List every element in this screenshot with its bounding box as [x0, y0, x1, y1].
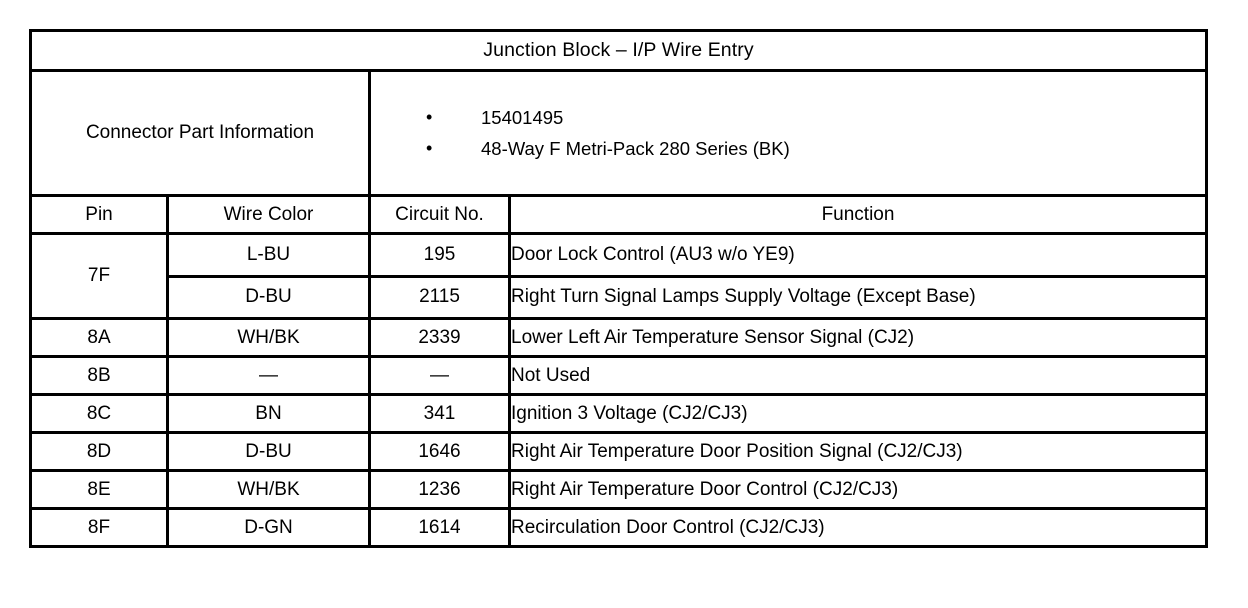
cell-pin: 8A [29, 317, 169, 358]
cell-function: Door Lock Control (AU3 w/o YE9) [508, 232, 1208, 278]
connector-part-information-label: Connector Part Information [29, 69, 371, 197]
table-row: D-BU 2115 Right Turn Signal Lamps Supply… [31, 274, 1208, 320]
cell-wire-color: WH/BK [166, 469, 371, 510]
cell-wire-color: WH/BK [166, 317, 371, 358]
cell-function: Lower Left Air Temperature Sensor Signal… [508, 317, 1208, 358]
table-row: 8F D-GN 1614 Recirculation Door Control … [29, 507, 1208, 548]
cell-circuit-no: — [368, 355, 511, 396]
cell-wire-color: L-BU [166, 232, 371, 278]
cell-circuit-no: 341 [368, 393, 511, 434]
cell-circuit-no: 2339 [368, 317, 511, 358]
cell-function: Right Turn Signal Lamps Supply Voltage (… [508, 274, 1208, 320]
title-row: Junction Block – I/P Wire Entry [29, 29, 1208, 72]
table-row: 8C BN 341 Ignition 3 Voltage (CJ2/CJ3) [29, 393, 1208, 434]
table-row: 8A WH/BK 2339 Lower Left Air Temperature… [29, 317, 1208, 358]
column-header-circuit-no: Circuit No. [368, 194, 511, 235]
cell-function: Recirculation Door Control (CJ2/CJ3) [508, 507, 1208, 548]
cell-function: Ignition 3 Voltage (CJ2/CJ3) [508, 393, 1208, 434]
cell-function: Right Air Temperature Door Control (CJ2/… [508, 469, 1208, 510]
cell-circuit-no: 2115 [368, 274, 511, 320]
wire-entry-table: Junction Block – I/P Wire Entry Connecto… [29, 29, 1208, 548]
table-row: 8D D-BU 1646 Right Air Temperature Door … [29, 431, 1208, 472]
cell-function: Right Air Temperature Door Position Sign… [508, 431, 1208, 472]
cell-circuit-no: 1236 [368, 469, 511, 510]
bullet-icon: • [426, 107, 433, 127]
cell-circuit-no: 1646 [368, 431, 511, 472]
table-row: 7F L-BU 195 Door Lock Control (AU3 w/o Y… [29, 232, 1208, 320]
connector-part-description: 48-Way F Metri-Pack 280 Series (BK) [481, 138, 790, 159]
bullet-icon: • [426, 138, 433, 158]
table-row: 8B — — Not Used [29, 355, 1208, 396]
connector-part-information-row: Connector Part Information • 15401495 • … [29, 69, 1208, 197]
table-row: 8E WH/BK 1236 Right Air Temperature Door… [29, 469, 1208, 510]
column-header-pin: Pin [29, 194, 169, 235]
cell-wire-color: D-GN [166, 507, 371, 548]
cell-wire-color: — [166, 355, 371, 396]
connector-part-list: • 15401495 • 48-Way F Metri-Pack 280 Ser… [371, 102, 1205, 164]
cell-circuit-no: 1614 [368, 507, 511, 548]
column-header-row: Pin Wire Color Circuit No. Function [29, 194, 1208, 235]
list-item: • 48-Way F Metri-Pack 280 Series (BK) [371, 133, 1205, 164]
cell-function: Not Used [508, 355, 1208, 396]
cell-pin: 8C [29, 393, 169, 434]
connector-part-information-details: • 15401495 • 48-Way F Metri-Pack 280 Ser… [368, 69, 1208, 197]
cell-pin: 8D [29, 431, 169, 472]
cell-wire-color: BN [166, 393, 371, 434]
column-header-wire-color: Wire Color [166, 194, 371, 235]
cell-pin: 8E [29, 469, 169, 510]
cell-wire-color: D-BU [166, 431, 371, 472]
list-item: • 15401495 [371, 102, 1205, 133]
cell-pin: 8B [29, 355, 169, 396]
cell-wire-color: D-BU [166, 274, 371, 320]
table-body: Junction Block – I/P Wire Entry Connecto… [29, 29, 1208, 548]
cell-circuit-no: 195 [368, 232, 511, 278]
page-title: Junction Block – I/P Wire Entry [29, 29, 1208, 72]
connector-part-number: 15401495 [481, 107, 564, 128]
cell-pin: 8F [29, 507, 169, 548]
column-header-function: Function [508, 194, 1208, 235]
cell-pin: 7F [29, 232, 169, 320]
